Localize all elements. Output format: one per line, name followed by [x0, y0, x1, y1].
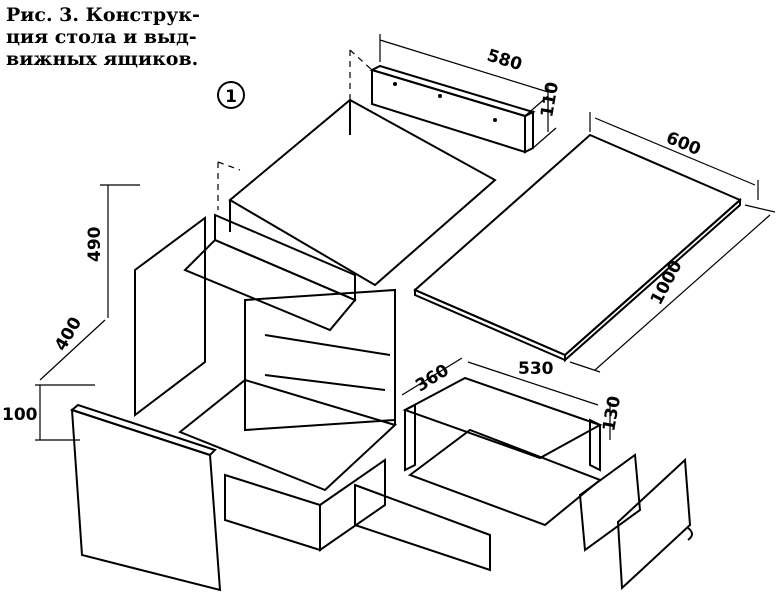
- dim-leg-height: 100: [2, 405, 38, 425]
- top-rail-part: [349, 49, 557, 154]
- dimension-530: 530: [467, 359, 599, 406]
- dimension-490: 490: [85, 184, 140, 318]
- front-panel: [69, 403, 222, 592]
- dim-top-rail-length: 580: [485, 46, 525, 76]
- caption-line-1: Рис. 3. Конструк-: [6, 4, 200, 26]
- dimension-130: 130: [599, 394, 625, 440]
- dimension-1000: 1000: [569, 204, 776, 373]
- lower-drawer: [224, 458, 491, 572]
- dimension-360: 360: [401, 357, 463, 396]
- dimension-400: 400: [39, 314, 106, 381]
- tabletop-panel: [413, 133, 742, 363]
- callout-number: 1: [225, 87, 237, 107]
- dim-drawer-width: 530: [518, 359, 554, 379]
- dim-top-rail-height: 110: [537, 80, 563, 119]
- caption-line-3: вижных ящиков.: [6, 48, 199, 70]
- cabinet-body: [178, 288, 397, 492]
- dimension-110: 110: [537, 80, 563, 132]
- side-panel: [134, 216, 206, 418]
- drawer-handle-icon: [687, 527, 693, 541]
- dimension-600: 600: [589, 112, 759, 200]
- drawer-box: [402, 376, 603, 527]
- caption-line-2: ция стола и выд-: [6, 26, 197, 48]
- callout-marker: 1: [217, 81, 245, 109]
- drawer-end-panels: [578, 453, 693, 591]
- dimension-100: 100: [2, 384, 95, 441]
- dim-drawer-depth: 360: [412, 360, 453, 396]
- cabinet-top-frame: [183, 98, 497, 332]
- figure-caption: Рис. 3. Конструк- ция стола и выд- вижны…: [6, 4, 236, 70]
- dim-drawer-height: 130: [599, 394, 625, 433]
- dim-side-height: 490: [85, 226, 105, 262]
- dim-side-depth: 400: [51, 314, 86, 355]
